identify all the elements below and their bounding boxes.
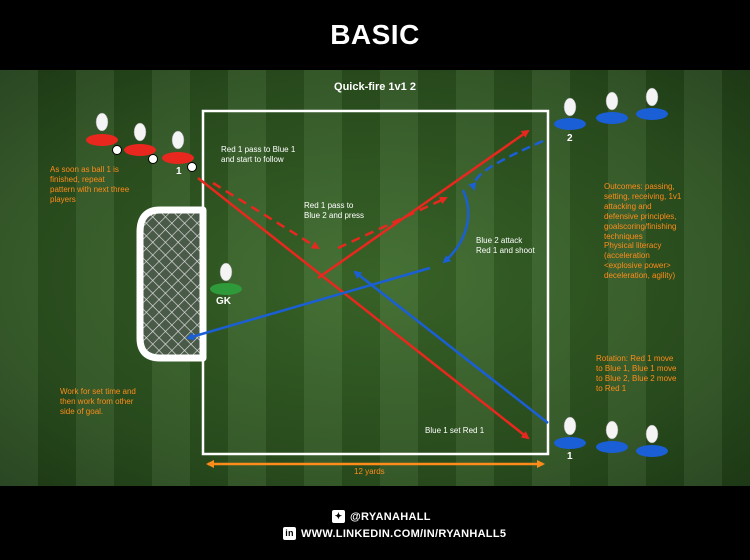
- ball-icon: [112, 145, 122, 155]
- twitter-icon: ✦: [332, 510, 345, 523]
- note-outcomes: Outcomes: passing, setting, receiving, 1…: [604, 182, 682, 241]
- label-red-1: 1: [176, 166, 182, 177]
- red-player-1: [162, 130, 194, 164]
- red-pass-blue2-arrow: [317, 129, 530, 280]
- label-blue-1: 1: [567, 451, 573, 462]
- pitch-background: [0, 70, 750, 486]
- footer-bar: [0, 486, 750, 560]
- note-work: Work for set time and then work from oth…: [60, 387, 136, 416]
- note-red-pass-blue2: Red 1 pass to Blue 2 and press: [304, 201, 365, 220]
- twitter-link[interactable]: ✦ @RYANAHALL: [332, 510, 431, 523]
- blue-set-arrow: [353, 270, 549, 424]
- label-blue-2: 2: [567, 133, 573, 144]
- linkedin-url: WWW.LINKEDIN.COM/IN/RYANHALL5: [301, 527, 507, 540]
- red-player: [86, 112, 118, 146]
- blue-player: [596, 91, 628, 124]
- note-red-pass-blue: Red 1 pass to Blue 1 and start to follow: [221, 145, 296, 164]
- diagram-title: Quick-fire 1v1 2: [334, 81, 416, 93]
- label-goalkeeper: GK: [216, 296, 231, 307]
- page-title: BASIC: [330, 19, 420, 50]
- note-physical-literacy: Physical literacy (acceleration <explosi…: [604, 241, 676, 280]
- red-player-queue: [86, 112, 194, 164]
- blue-player: [636, 424, 668, 457]
- blue-player-queue-top: [554, 87, 668, 130]
- blue-player: [636, 87, 668, 120]
- note-rotation: Rotation: Red 1 move to Blue 1, Blue 1 m…: [596, 354, 677, 393]
- linkedin-link[interactable]: in WWW.LINKEDIN.COM/IN/RYANHALL5: [283, 527, 506, 540]
- note-repeat: As soon as ball 1 is finished, repeat pa…: [50, 165, 130, 204]
- goal: [136, 206, 207, 362]
- balls: [112, 145, 197, 172]
- blue-shot-arrow: [186, 266, 431, 341]
- red-pass-arrow: [197, 177, 530, 440]
- note-blue1-set: Blue 1 set Red 1: [425, 426, 485, 435]
- ball-icon: [187, 162, 197, 172]
- twitter-handle: @RYANAHALL: [350, 510, 431, 523]
- red-press-arrow: [337, 196, 448, 250]
- blue-dribble-arrow: [442, 189, 470, 264]
- blue-player-2: [554, 97, 586, 130]
- blue-player-queue-bottom: [554, 416, 668, 457]
- drill-diagram: [86, 87, 668, 468]
- note-blue2-attack: Blue 2 attack Red 1 and shoot: [476, 236, 535, 255]
- blue-run-arrow: [468, 139, 544, 191]
- blue-player-1: [554, 416, 586, 449]
- ball-icon: [148, 154, 158, 164]
- header-bar: BASIC: [0, 0, 750, 70]
- linkedin-icon: in: [283, 527, 296, 540]
- goalkeeper: [210, 262, 242, 295]
- label-distance: 12 yards: [354, 467, 385, 476]
- red-follow-arrow: [212, 181, 320, 250]
- blue-player: [596, 420, 628, 453]
- red-player: [124, 122, 156, 156]
